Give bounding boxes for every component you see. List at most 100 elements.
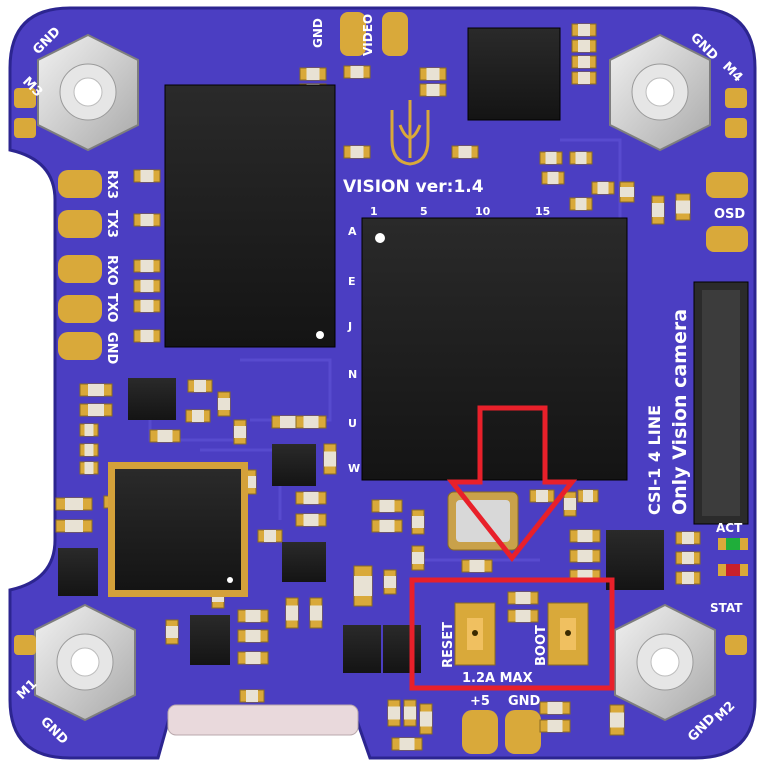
passive-component-body [620, 187, 634, 197]
row-letter-e: E [348, 275, 356, 288]
passive-component-body [84, 462, 94, 474]
led-label-act: ACT [716, 521, 743, 535]
passive-component-body [192, 410, 204, 422]
reset-label: RESET [441, 622, 456, 668]
passive-component-body [682, 572, 694, 584]
passive-component-body [564, 498, 576, 510]
passive-component-body [682, 532, 694, 544]
top-pads [340, 12, 408, 56]
boot-label: BOOT [534, 625, 549, 666]
passive-component-body [426, 68, 440, 80]
trident-emblem [390, 100, 430, 166]
passive-component-body [458, 146, 472, 158]
passive-component-body [310, 605, 322, 621]
camera-label-line2: CSI-1 4 LINE [645, 405, 664, 515]
current-rating: 1.2A MAX [462, 671, 533, 686]
uart-pads [58, 170, 102, 360]
mount-nut-bottom-right [614, 603, 716, 722]
passive-component-body [194, 380, 206, 392]
highlight-arrow [446, 405, 578, 563]
col-num-1: 1 [370, 205, 378, 218]
top-pad-label-gnd: GND [311, 18, 325, 48]
passive-component-body [234, 426, 246, 438]
passive-component-body [575, 152, 587, 164]
passive-component-body [84, 424, 94, 436]
passive-component-body [577, 550, 593, 562]
camera-label-line1: Only Vision camera [669, 309, 691, 515]
passive-component-body [140, 330, 154, 342]
passive-component-body [140, 300, 154, 312]
boot-button-pad [547, 602, 589, 666]
uart-label-rx3: RX3 [104, 170, 119, 199]
passive-component-body [218, 398, 230, 410]
flash-chip [164, 84, 336, 348]
passive-component-body [578, 40, 590, 52]
reset-button-pad [454, 602, 496, 666]
passive-component-body [384, 576, 396, 588]
passive-component-body [545, 152, 557, 164]
passive-component-body [88, 384, 104, 396]
passive-component-body [264, 530, 276, 542]
passive-component-body [547, 720, 563, 732]
passive-component-body [412, 552, 424, 564]
passive-component-body [547, 702, 563, 714]
passive-component-body [245, 610, 261, 622]
mount-nut-top-left [37, 33, 139, 152]
qfp-mcu [108, 462, 248, 597]
passive-component-body [469, 560, 485, 572]
osd-label: OSD [714, 207, 745, 222]
passive-component-body [140, 260, 154, 272]
passive-component-body [577, 530, 593, 542]
power-label-plus5: +5 [470, 694, 490, 709]
led-label-stat: STAT [710, 601, 743, 615]
passive-component-body [303, 514, 319, 526]
passive-component-body [84, 444, 94, 456]
top-pad-label-video: VIDEO [361, 14, 375, 56]
mount-nut-top-right [609, 33, 711, 152]
passive-component-body [140, 214, 154, 226]
passive-component-body [676, 200, 690, 214]
uart-label-tx3: TX3 [104, 210, 119, 238]
motor-pads [14, 88, 748, 655]
camera-connector [693, 281, 749, 525]
passive-component-body [399, 738, 415, 750]
row-letter-j: J [347, 320, 352, 333]
passive-component-body [578, 24, 590, 36]
passive-component-body [515, 610, 531, 622]
passive-component-body [245, 652, 261, 664]
passive-component-body [280, 416, 296, 428]
passive-component-body [578, 72, 590, 84]
passive-component-body [140, 170, 154, 182]
row-letter-n: N [348, 368, 357, 381]
passive-component-body [157, 430, 173, 442]
passive-component-body [426, 84, 440, 96]
passive-component-body [246, 690, 258, 702]
col-num-15: 15 [535, 205, 550, 218]
passive-component-body [682, 552, 694, 564]
passive-component-body [575, 198, 587, 210]
board-title: VISION ver:1.4 [343, 177, 484, 197]
passive-component-body [303, 416, 319, 428]
passive-component-body [536, 490, 548, 502]
passive-component-body [583, 490, 593, 502]
passive-component-body [65, 498, 83, 510]
col-num-10: 10 [475, 205, 491, 218]
mount-nut-bottom-left [34, 603, 136, 722]
uart-label-txo: TXO [104, 293, 119, 322]
passive-component-body [597, 182, 609, 194]
passive-component-body [379, 500, 395, 512]
passive-component-body [547, 172, 559, 184]
passive-component-body [350, 66, 364, 78]
uart-label-gnd: GND [104, 332, 119, 365]
passive-component-body [350, 146, 364, 158]
passive-component-body [412, 516, 424, 528]
passive-component-body [354, 576, 372, 596]
power-pads [462, 710, 541, 754]
passive-component-body [88, 404, 104, 416]
row-letter-a: A [348, 225, 357, 238]
passive-component-body [379, 520, 395, 532]
row-letter-u: U [348, 417, 357, 430]
passive-component-body [286, 605, 298, 621]
passive-component-body [324, 451, 336, 467]
